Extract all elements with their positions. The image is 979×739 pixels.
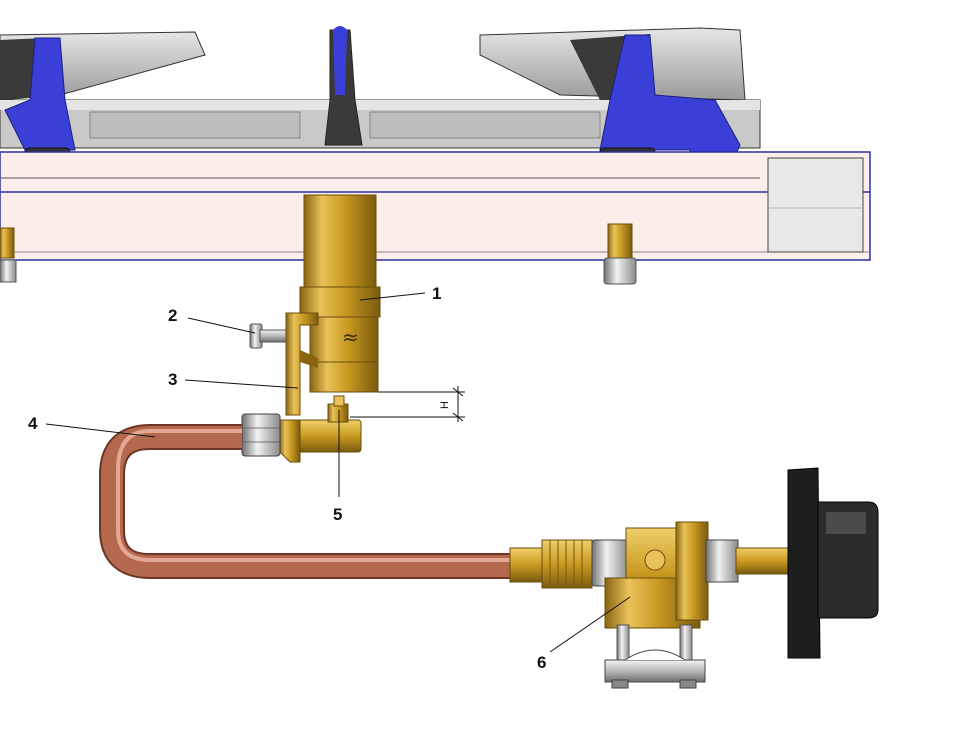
- callout-leaders: [45, 292, 631, 653]
- dimension-h: H: [350, 386, 465, 422]
- callout-label-5: 5: [333, 505, 342, 524]
- callout-label-4: 4: [28, 414, 38, 433]
- mounting-bracket: [285, 312, 319, 416]
- gas-valve: [509, 521, 792, 689]
- break-symbol-icon: ≈: [342, 325, 359, 349]
- callout-label-2: 2: [168, 306, 177, 325]
- callout-label-6: 6: [537, 653, 546, 672]
- control-knob: [787, 467, 879, 659]
- mounting-screw-left: [0, 227, 17, 283]
- mounting-screw-right: [603, 223, 637, 285]
- callout-label-3: 3: [168, 370, 177, 389]
- cooktop-panel: [0, 151, 871, 261]
- burner-venturi-tube: ≈: [299, 194, 381, 393]
- dimension-label: H: [439, 401, 451, 409]
- cooktop-grate: [0, 26, 761, 191]
- copper-gas-pipe: [99, 424, 520, 579]
- injector-nut: [241, 413, 281, 457]
- adjustment-screw: [249, 323, 291, 349]
- callout-label-1: 1: [432, 284, 441, 303]
